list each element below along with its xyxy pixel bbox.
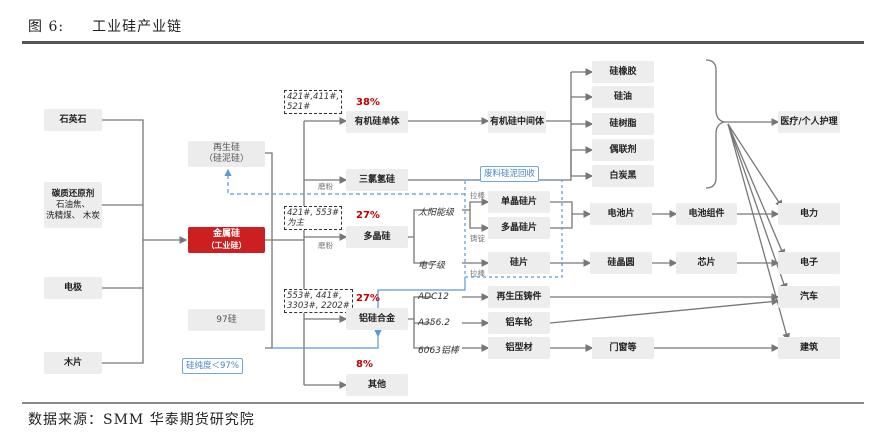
grade-alloy: 553#, 441#,3303#, 2202# (284, 289, 353, 313)
node-si-wafer: 硅片 (488, 252, 550, 274)
label-6063: 6063铝棒 (418, 346, 459, 356)
grade-alloy-2: 3303#, 2202# (287, 301, 350, 311)
grade-organic-2: 521# (287, 102, 311, 112)
node-trichlorosilane: 三氯氢硅 (346, 169, 408, 191)
pct-poly: 27% (356, 210, 380, 221)
pct-alloy: 27% (356, 293, 380, 304)
node-crystal-circle: 硅晶圆 (590, 252, 652, 274)
node-organic-intermediate: 有机硅中间体 (488, 111, 546, 133)
silicon-97: 97硅 (188, 309, 265, 331)
sector-power: 电力 (778, 203, 840, 225)
metal-si-line1: 金属硅 (212, 229, 240, 239)
pct-organic: 38% (356, 97, 380, 108)
label-electronic-grade: 电子级 (418, 261, 446, 271)
figure-title-text: 工业硅产业链 (92, 19, 183, 35)
recycled-line2: （硅泥硅） (203, 154, 249, 164)
top-rule (22, 41, 864, 44)
node-polysilicon: 多晶硅 (346, 226, 408, 248)
raw-carbon-line1: 碳质还原剂 (51, 188, 95, 199)
sector-medical: 医疗/个人护理 (778, 111, 840, 133)
node-silicone-resin: 硅树脂 (592, 113, 654, 135)
grade-poly-2: 为主 (287, 218, 305, 228)
node-mono-wafer: 单晶硅片 (488, 191, 550, 213)
label-a356: A356.2 (418, 318, 450, 328)
source-note: 数据来源：SMM 华泰期货研究院 (28, 412, 255, 428)
label-solar-grade: 太阳能级 (418, 208, 455, 218)
node-multi-wafer: 多晶硅片 (488, 217, 550, 239)
grade-poly: 421#, 553#为主 (284, 206, 343, 230)
node-al-profile: 铝型材 (488, 337, 550, 359)
tag-cast: 铸锭 (470, 234, 485, 243)
node-module: 电池组件 (676, 203, 737, 225)
recycle-note: 废料硅泥回收 (480, 166, 540, 182)
raw-electrode: 电极 (44, 277, 102, 299)
sector-auto: 汽车 (778, 286, 840, 308)
raw-wood-chips: 木片 (44, 352, 102, 374)
node-chip: 芯片 (676, 252, 737, 274)
sector-construction: 建筑 (778, 337, 840, 359)
node-white-carbon: 白炭黑 (592, 165, 654, 187)
pct-other: 8% (356, 359, 373, 370)
node-other: 其他 (346, 374, 408, 396)
grade-organic: 421#,411#,521# (284, 90, 343, 114)
node-al-si-alloy: 铝硅合金 (346, 308, 408, 330)
metal-silicon: 金属硅 （工业硅） (188, 227, 265, 253)
node-silicone-oil: 硅油 (592, 86, 654, 108)
raw-carbon-line2: 石油焦、 (55, 199, 90, 210)
node-silicone-rubber: 硅橡胶 (592, 61, 654, 83)
node-regen-casting: 再生压铸件 (488, 286, 550, 308)
metal-si-line2: （工业硅） (206, 241, 247, 250)
bottom-rule (22, 402, 864, 404)
raw-carbon-line3: 洗精煤、 木炭 (46, 210, 100, 221)
recycled-silicon: 再生硅 （硅泥硅） (188, 141, 265, 167)
raw-carbon-reductant: 碳质还原剂 石油焦、 洗精煤、 木炭 (44, 182, 102, 228)
node-cell: 电池片 (590, 203, 652, 225)
tag-pull-1: 拉棒 (470, 191, 485, 200)
sector-electronics: 电子 (778, 252, 840, 274)
grade-organic-1: 421#,411#, (287, 92, 340, 102)
node-al-wheel: 铝车轮 (488, 312, 550, 334)
node-coupling-agent: 偶联剂 (592, 139, 654, 161)
figure-label: 图 6: (28, 19, 65, 35)
label-adc12: ADC12 (418, 292, 449, 302)
grade-alloy-1: 553#, 441#, (287, 291, 342, 301)
figure-title: 图 6: 工业硅产业链 (28, 16, 182, 36)
tag-powder-1: 磨粉 (318, 182, 333, 191)
node-door-window: 门窗等 (592, 337, 654, 359)
grade-poly-1: 421#, 553# (287, 208, 340, 218)
purity-note: 硅纯度＜97% (182, 358, 243, 374)
recycled-line1: 再生硅 (212, 143, 240, 153)
node-organic-monomer: 有机硅单体 (346, 111, 408, 133)
tag-pull-2: 拉棒 (470, 269, 485, 278)
tag-powder-2: 磨粉 (318, 241, 333, 250)
raw-quartz: 石英石 (44, 109, 102, 131)
